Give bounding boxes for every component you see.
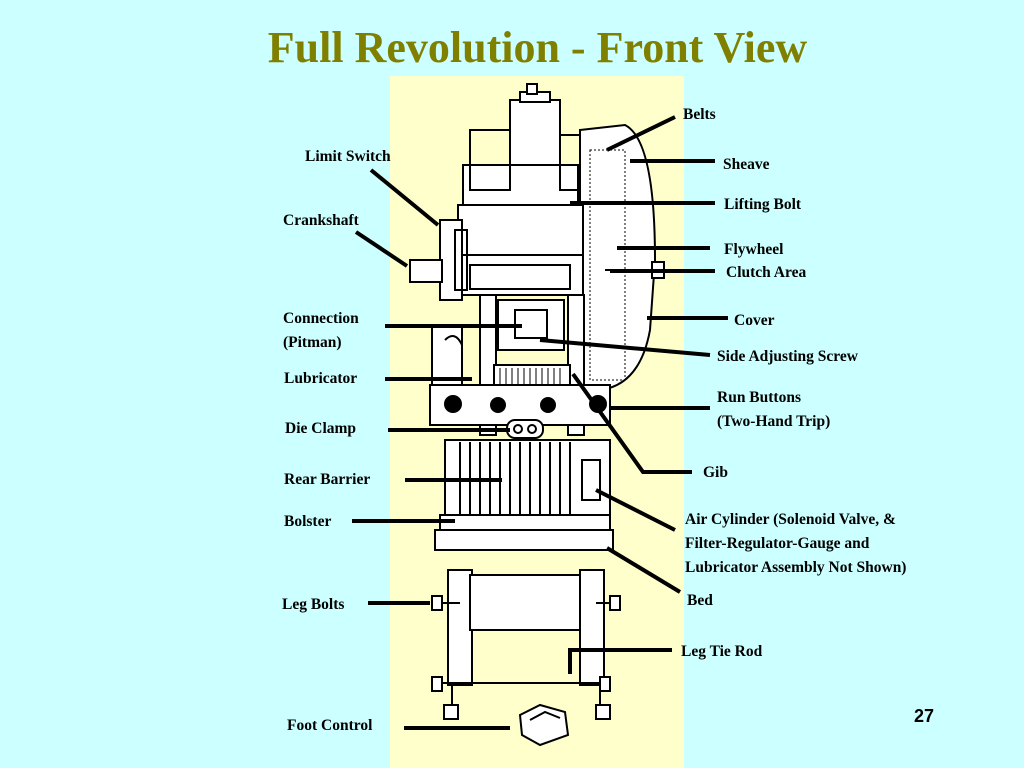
label-gib: Gib [703, 464, 728, 481]
leader-lines [352, 115, 728, 730]
label-connection: Connection [283, 310, 359, 327]
label-air-cylinder-line3: Lubricator Assembly Not Shown) [685, 559, 907, 576]
label-crankshaft: Crankshaft [283, 212, 359, 229]
label-bolster: Bolster [284, 513, 332, 530]
label-rear-barrier: Rear Barrier [284, 471, 371, 488]
label-die-clamp: Die Clamp [285, 420, 357, 437]
page-number: 27 [914, 706, 935, 726]
label-lifting-bolt: Lifting Bolt [724, 196, 802, 213]
label-side-adjusting-screw: Side Adjusting Screw [717, 348, 858, 365]
label-run-buttons: Run Buttons [717, 389, 801, 406]
label-two-hand-trip: (Two-Hand Trip) [717, 413, 831, 430]
label-cover: Cover [734, 312, 775, 329]
label-foot-control: Foot Control [287, 717, 373, 734]
label-limit-switch: Limit Switch [305, 148, 391, 165]
label-air-cylinder-line1: Air Cylinder (Solenoid Valve, & [685, 511, 896, 528]
slide-title: Full Revolution - Front View [267, 23, 808, 72]
label-pitman: (Pitman) [283, 334, 342, 351]
label-lubricator: Lubricator [284, 370, 358, 387]
label-bed: Bed [687, 592, 713, 609]
label-air-cylinder-line2: Filter-Regulator-Gauge and [685, 535, 870, 552]
label-belts: Belts [683, 106, 716, 123]
label-sheave: Sheave [723, 156, 770, 173]
press-machine-drawing [409, 83, 665, 747]
label-clutch-area: Clutch Area [726, 264, 807, 281]
label-flywheel: Flywheel [724, 241, 784, 258]
label-leg-tie-rod: Leg Tie Rod [681, 643, 763, 660]
label-leg-bolts: Leg Bolts [282, 596, 345, 613]
